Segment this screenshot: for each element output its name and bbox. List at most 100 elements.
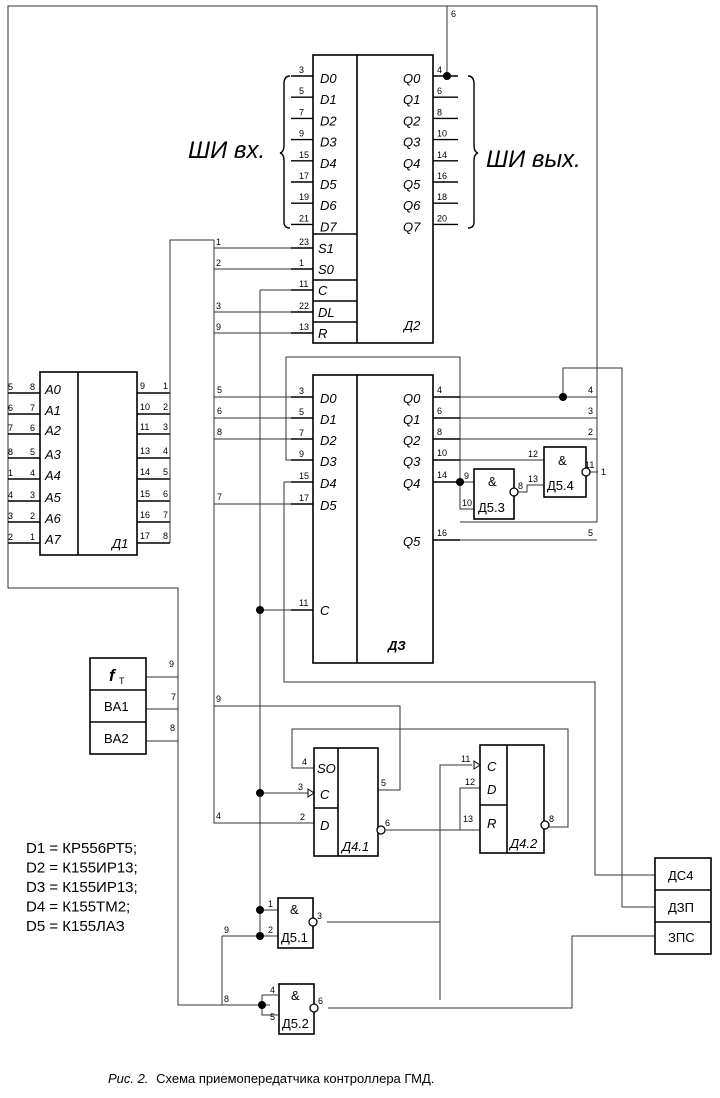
net-label: 6: [8, 403, 13, 413]
parts-list-item: D3 = К155ИР13;: [26, 879, 138, 896]
net-label: 8: [217, 427, 222, 437]
d4-1-name: Д4.1: [340, 839, 369, 854]
d1-address-label: A1: [44, 403, 61, 418]
wire-d51-in2: [221, 935, 278, 1005]
net-label: 7: [8, 423, 13, 433]
d2-input-label: D7: [320, 219, 337, 234]
pin-number: 7: [30, 403, 35, 413]
inversion-bubble-icon: [540, 820, 550, 830]
pin-number: 6: [437, 86, 442, 96]
pin-number: 14: [437, 470, 447, 480]
wire-d1-to-d2: [169, 239, 214, 368]
d2-output-label: Q3: [403, 135, 421, 150]
pin-number: 20: [437, 213, 447, 223]
dc4-label: ДС4: [668, 868, 693, 883]
pin-number: 18: [437, 192, 447, 202]
d2-control-label: C: [318, 283, 328, 298]
wire-q0-branch: [562, 367, 655, 908]
d3-input-label: D2: [320, 433, 337, 448]
pin-number: 4: [270, 985, 275, 995]
clock-triangle-icon: [307, 788, 315, 798]
net-label: 3: [8, 511, 13, 521]
junction-dot: [256, 606, 264, 614]
pin-number: 9: [464, 471, 469, 481]
brace-right-icon: [467, 75, 479, 229]
d2-output-label: Q5: [403, 177, 421, 192]
pin-number: 13: [299, 322, 309, 332]
d3-input-label: D5: [320, 498, 337, 513]
d4-1-c-label: C: [320, 787, 330, 802]
net-label: 2: [216, 258, 221, 268]
d5-1-name: Д5.1: [281, 930, 308, 945]
pin-number: 11: [299, 598, 308, 608]
net-label: 7: [217, 492, 222, 502]
d2-output-label: Q6: [403, 198, 421, 213]
pin-number: 4: [437, 65, 442, 75]
zps-label: ЗПС: [668, 930, 695, 945]
d3-body: [312, 374, 434, 664]
d2-output-label: Q7: [403, 219, 421, 234]
pin-number: 5: [381, 778, 386, 788]
and-symbol: &: [290, 902, 299, 917]
wire-d41-so: [291, 728, 569, 828]
d4-1-d-label: D: [320, 818, 329, 833]
pin-number: 22: [299, 301, 309, 311]
junction-dot: [258, 1001, 266, 1009]
net-label: 8: [8, 447, 13, 457]
and-symbol: &: [488, 474, 497, 489]
caption-prefix: Рис. 2.: [108, 1071, 148, 1086]
pin-number: 7: [171, 692, 176, 702]
d1-address-label: A7: [44, 532, 62, 547]
figure-caption: Рис. 2. Схема приемопередатчика контролл…: [108, 1071, 434, 1086]
pin-number: 3: [299, 65, 304, 75]
net-label: 2: [8, 532, 13, 542]
d4-1-so-label: SO: [317, 761, 336, 776]
d3-output-label: Q2: [403, 433, 421, 448]
d2-body: [312, 54, 434, 344]
gate-d5-1: & Д5.1 1 2 3 9: [224, 897, 322, 949]
d3-output-label: Q4: [403, 476, 420, 491]
pin-number: 9: [299, 129, 304, 139]
connector-block: ДС4 ДЗП ЗПС: [654, 857, 712, 955]
bus-input-label: ШИ вх.: [188, 137, 265, 164]
inversion-bubble-icon: [581, 467, 591, 477]
pin-number: 8: [30, 382, 35, 392]
wire-d42-c: [439, 764, 472, 1000]
d2-input-label: D0: [320, 71, 337, 86]
pin-number: 11: [461, 754, 470, 764]
net-label: 5: [8, 382, 13, 392]
net-label: 6: [217, 406, 222, 416]
brace-left-icon: [279, 75, 291, 229]
ft-sub: T: [119, 676, 125, 686]
d2-control-label: R: [318, 326, 327, 341]
pin-number: 11: [140, 422, 149, 432]
pin-number: 16: [140, 510, 150, 520]
d2-output-label: Q2: [403, 113, 421, 128]
inversion-bubble-icon: [309, 1003, 319, 1013]
net-label: 8: [224, 994, 229, 1004]
pin-number: 1: [268, 899, 273, 909]
wires: [7, 5, 655, 1016]
pin-number: 5: [299, 407, 304, 417]
net-label: 2: [163, 402, 168, 412]
wire-d53-d54: [518, 484, 545, 493]
wire-bus-vertical: [213, 240, 300, 824]
parts-list-item: D2 = К155ИР13;: [26, 860, 138, 877]
pin-number: 17: [140, 531, 150, 541]
d4-2-body: [479, 744, 545, 854]
wire-d41-top: [214, 705, 401, 791]
d2-output-label: Q0: [403, 71, 421, 86]
dzp-label: ДЗП: [668, 900, 694, 915]
chip-d4-2: C D R 11 12 13 8 Д4.2: [461, 744, 554, 854]
net-label: 5: [163, 467, 168, 477]
wire-d3-d3-loop: [285, 356, 476, 510]
pin-number: 17: [299, 493, 309, 503]
wire-outer-left: [7, 5, 598, 523]
pin-number: 12: [528, 449, 538, 459]
junction-dot: [256, 906, 264, 914]
and-symbol: &: [291, 988, 300, 1003]
d4-2-r-label: R: [487, 816, 496, 831]
d3-input-label: D0: [320, 391, 337, 406]
pin-number: 4: [437, 385, 442, 395]
